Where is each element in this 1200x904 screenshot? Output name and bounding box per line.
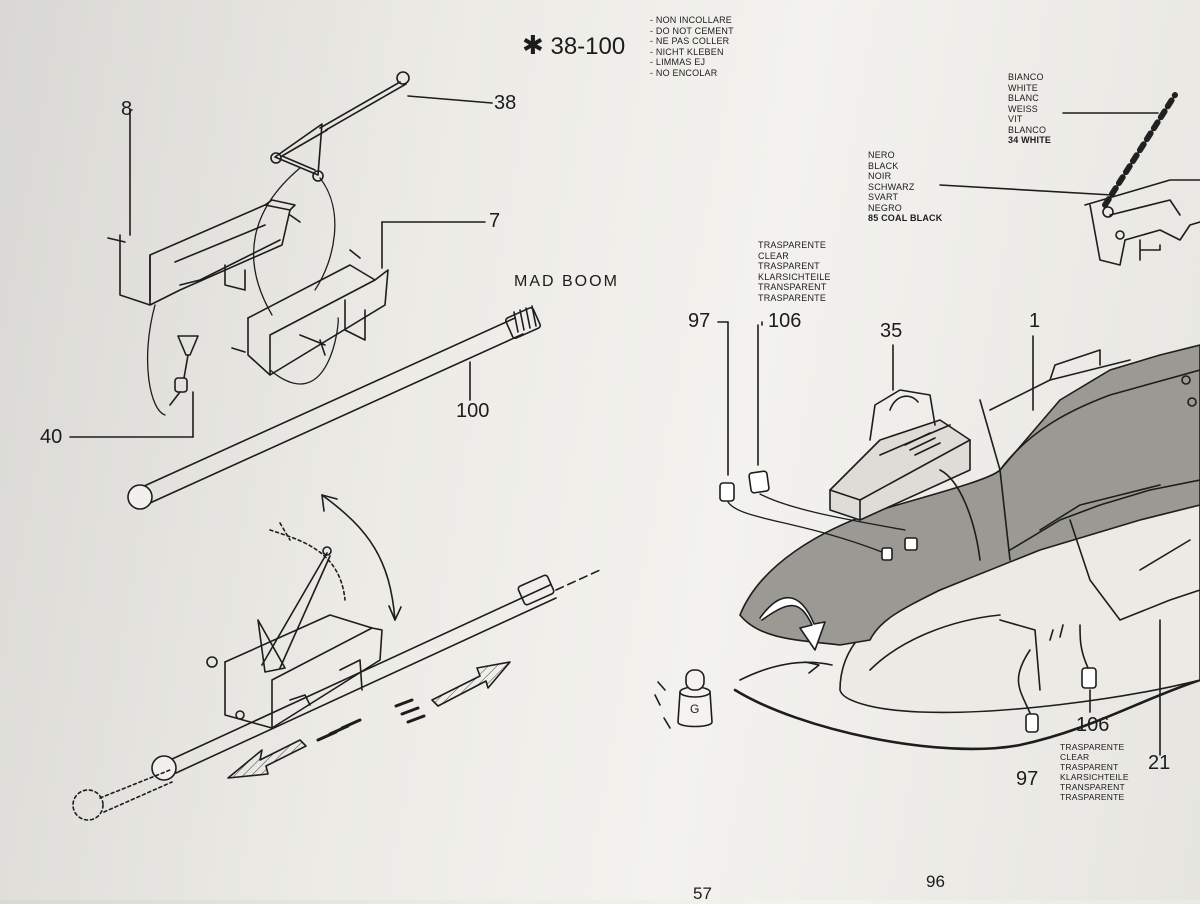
part-8-bracket	[107, 109, 301, 306]
clear-label-line: TRASPARENTE	[1060, 792, 1125, 802]
slide-arrows	[227, 661, 511, 779]
asterisk-icon: ✱	[522, 30, 544, 60]
callout-106-top: 106	[768, 310, 802, 332]
black-paint-code: 85 COAL BLACK	[868, 213, 943, 223]
callout-38: 38	[494, 92, 517, 114]
note-line: - DO NOT CEMENT	[650, 25, 734, 36]
black-label-line: SCHWARZ	[868, 181, 915, 192]
clear-label-line: CLEAR	[758, 250, 790, 261]
part-40	[69, 335, 199, 438]
white-label-line: BLANCO	[1008, 124, 1047, 135]
clear-parts-label-top: TRASPARENTE CLEAR TRASPARENT KLARSICHTEI…	[758, 240, 831, 303]
nose-weight	[654, 669, 713, 729]
callout-7: 7	[489, 210, 501, 232]
black-label-line: NERO	[868, 150, 895, 160]
white-label-line: WHITE	[1008, 82, 1038, 93]
black-label-line: NEGRO	[868, 202, 903, 213]
windows	[717, 321, 1161, 756]
clear-label-line: TRASPARENTE	[758, 292, 827, 303]
page-number-right: 96	[926, 872, 945, 891]
part-7-bracket	[231, 221, 486, 376]
part-38-strut	[270, 71, 493, 182]
callout-40: 40	[40, 426, 63, 448]
callout-21: 21	[1148, 752, 1171, 774]
clear-label-line: TRASPARENTE	[758, 240, 827, 250]
callout-97-top: 97	[688, 310, 711, 332]
black-label-line: SVART	[868, 192, 899, 202]
note-line: - NO ENCOLAR	[650, 67, 718, 78]
note-line: - NICHT KLEBEN	[650, 46, 724, 57]
white-paint-code: 34 WHITE	[1008, 135, 1052, 145]
clear-label-line: TRANSPARENT	[1060, 782, 1125, 792]
white-label-line: WEISS	[1008, 103, 1039, 114]
part-range: 38-100	[550, 33, 626, 60]
weight-letter: G	[690, 702, 700, 716]
white-label-line: BIANCO	[1008, 72, 1044, 82]
note-line: - NE PAS COLLER	[650, 36, 730, 46]
clear-label-line: KLARSICHTEILE	[1060, 772, 1129, 782]
black-label-line: BLACK	[868, 160, 899, 171]
note-line: - NON INCOLLARE	[650, 15, 733, 25]
fuselage-nose	[733, 344, 1200, 751]
clear-label-line: TRASPARENT	[758, 261, 820, 271]
black-label-line: NOIR	[868, 171, 892, 181]
white-label-line: VIT	[1008, 114, 1023, 124]
tail-fin	[939, 92, 1200, 266]
note-line: - LIMMAS EJ	[650, 57, 706, 67]
callout-97-bottom: 97	[1016, 768, 1039, 790]
clear-label-line: CLEAR	[1060, 752, 1090, 762]
clear-label-line: TRANSPARENT	[758, 282, 827, 292]
white-label-line: BLANC	[1008, 93, 1040, 103]
page-number-left: 57	[693, 884, 712, 903]
callout-35: 35	[880, 320, 903, 342]
white-color-label: BIANCO WHITE BLANC WEISS VIT BLANCO 34 W…	[1008, 72, 1051, 146]
clear-label-line: TRASPARENTE	[1060, 742, 1125, 752]
black-color-label: NERO BLACK NOIR SCHWARZ SVART NEGRO 85 C…	[868, 150, 942, 224]
callout-100: 100	[456, 400, 490, 422]
clear-parts-label-bottom: TRASPARENTE CLEAR TRASPARENT KLARSICHTEI…	[1060, 742, 1129, 802]
clear-label-line: TRASPARENT	[1060, 762, 1119, 772]
clear-label-line: KLARSICHTEILE	[758, 271, 831, 282]
part-35-console	[829, 344, 981, 561]
part-100-mad-boom-rod	[127, 305, 542, 510]
lower-assembly	[72, 522, 601, 821]
callout-8: 8	[121, 98, 133, 120]
mad-boom-label: MAD BOOM	[514, 273, 619, 290]
part-range-heading: ✱ 38-100	[522, 30, 625, 61]
no-cement-notes: - NON INCOLLARE - DO NOT CEMENT - NE PAS…	[650, 15, 734, 78]
callout-1: 1	[1029, 310, 1041, 332]
callout-106-bottom: 106	[1076, 714, 1110, 736]
